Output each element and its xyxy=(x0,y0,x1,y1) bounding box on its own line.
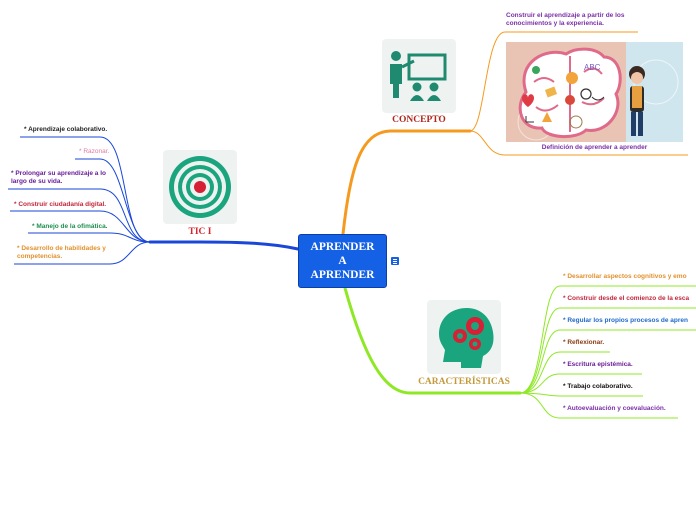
car-item-2[interactable]: * Construir desde el comienzo de la esca xyxy=(563,295,690,302)
concepto-title[interactable]: CONCEPTO xyxy=(392,115,446,125)
car-item-6[interactable]: * Trabajo colaborativo. xyxy=(563,383,633,390)
tic-item-3[interactable]: * Prolongar su aprendizaje a lo largo de… xyxy=(11,170,106,185)
brain-illustration: ABC xyxy=(506,42,683,142)
central-line-3: APRENDER xyxy=(310,269,375,281)
car-item-1[interactable]: * Desarrollar aspectos cognitivos y emo xyxy=(563,273,687,280)
car-item-5[interactable]: * Escritura epistémica. xyxy=(563,361,633,368)
head-gears-icon xyxy=(427,300,501,374)
car-item-7[interactable]: * Autoevaluación y coevaluación. xyxy=(563,405,666,412)
branch-concepto xyxy=(341,129,472,236)
note-icon[interactable] xyxy=(391,257,399,265)
caracteristicas-title[interactable]: CARACTERÍSTICAS xyxy=(418,377,510,387)
central-topic[interactable]: APRENDER A APRENDER xyxy=(298,234,387,288)
branch-tic xyxy=(148,240,300,251)
car-item-4[interactable]: * Reflexionar. xyxy=(563,339,605,346)
tic-item-6[interactable]: * Desarrollo de habilidades y competenci… xyxy=(17,245,106,260)
central-line-2: A xyxy=(338,255,347,267)
car-item-3[interactable]: * Regular los propios procesos de apren xyxy=(563,317,688,324)
central-line-1: APRENDER xyxy=(310,241,375,253)
teacher-presentation-icon xyxy=(382,39,456,113)
tic-item-5[interactable]: * Manejo de la ofimática. xyxy=(32,223,108,230)
tic-title[interactable]: TIC I xyxy=(188,227,212,237)
tic-item-4[interactable]: * Construir ciudadanía digital. xyxy=(14,201,107,208)
tic-item-1[interactable]: * Aprendizaje colaborativo. xyxy=(24,126,108,133)
target-icon xyxy=(163,150,237,224)
branch-caracteristicas xyxy=(343,286,522,395)
image-caption[interactable]: Definición de aprender a aprender xyxy=(541,144,648,151)
concepto-description[interactable]: Construir el aprendizaje a partir de los… xyxy=(506,12,625,27)
tic-item-2[interactable]: * Razonar. xyxy=(79,148,110,155)
svg-text:ABC: ABC xyxy=(584,63,601,72)
